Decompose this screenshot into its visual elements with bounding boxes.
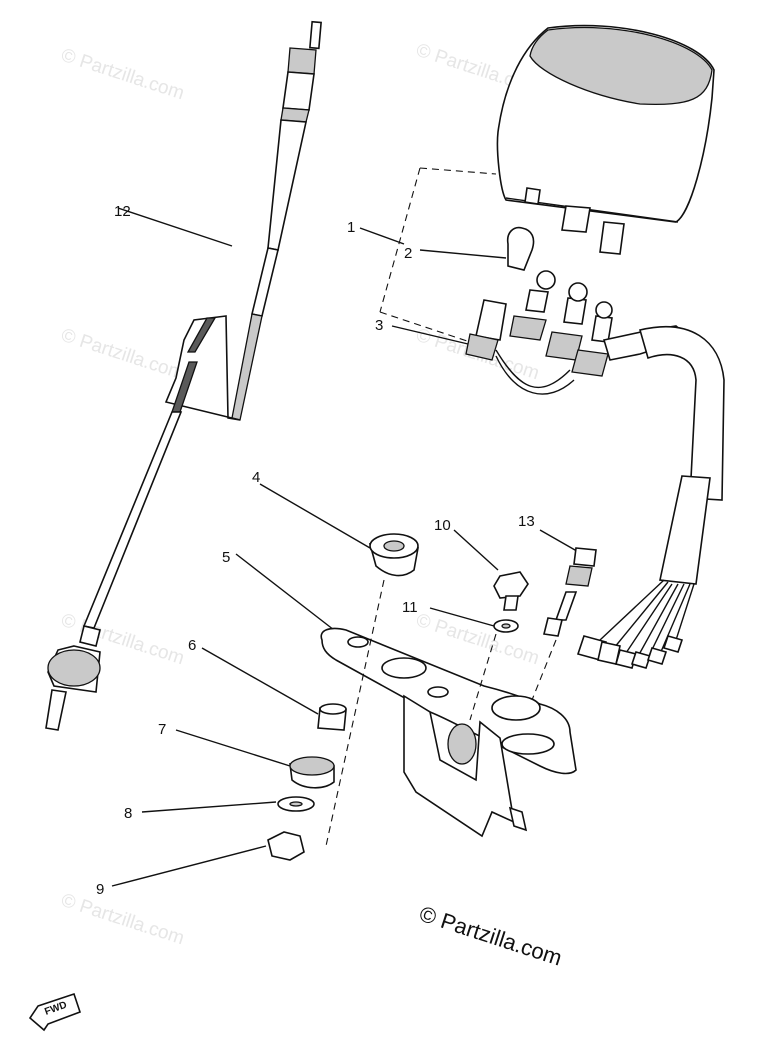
callout-9: 9 bbox=[96, 881, 104, 898]
part-5-meter-bracket bbox=[235, 553, 577, 838]
callout-4: 4 bbox=[252, 469, 260, 486]
part-4-grommet bbox=[259, 483, 419, 577]
wire-harness bbox=[576, 325, 725, 669]
callout-8: 8 bbox=[124, 805, 132, 822]
callout-3: 3 bbox=[375, 317, 383, 334]
copyright-text: © Partzilla.com bbox=[416, 901, 565, 971]
part-8-washer bbox=[141, 796, 315, 813]
fwd-arrow-icon: FWD bbox=[28, 992, 82, 1032]
meter-housing bbox=[496, 24, 715, 255]
callout-6: 6 bbox=[188, 637, 196, 654]
watermark: © Partzilla.com bbox=[58, 45, 186, 105]
watermark: © Partzilla.com bbox=[58, 325, 186, 385]
callout-labels: 1 2 3 4 5 6 7 8 9 10 11 12 13 bbox=[96, 203, 535, 898]
callout-12: 12 bbox=[114, 203, 131, 220]
callout-1: 1 bbox=[347, 219, 355, 236]
part-7-damper bbox=[175, 729, 335, 789]
part-9-nut bbox=[111, 831, 305, 887]
callout-13: 13 bbox=[518, 513, 535, 530]
watermark: © Partzilla.com bbox=[58, 890, 186, 950]
part-13-indicator-switch bbox=[539, 529, 597, 637]
part-12-meter-cable bbox=[45, 20, 322, 731]
assembly-guides-bottom bbox=[325, 579, 557, 847]
watermark: © Partzilla.com bbox=[413, 610, 541, 670]
part-6-collar bbox=[201, 647, 347, 731]
assembly-guides-top bbox=[359, 167, 507, 345]
part-10-bolt bbox=[453, 529, 529, 611]
part-11-washer bbox=[429, 607, 519, 633]
callout-5: 5 bbox=[222, 549, 230, 566]
callout-7: 7 bbox=[158, 721, 166, 738]
part-2-bulb bbox=[506, 226, 535, 271]
callout-10: 10 bbox=[434, 517, 451, 534]
callout-2: 2 bbox=[404, 245, 412, 262]
callout-11: 11 bbox=[402, 599, 418, 616]
